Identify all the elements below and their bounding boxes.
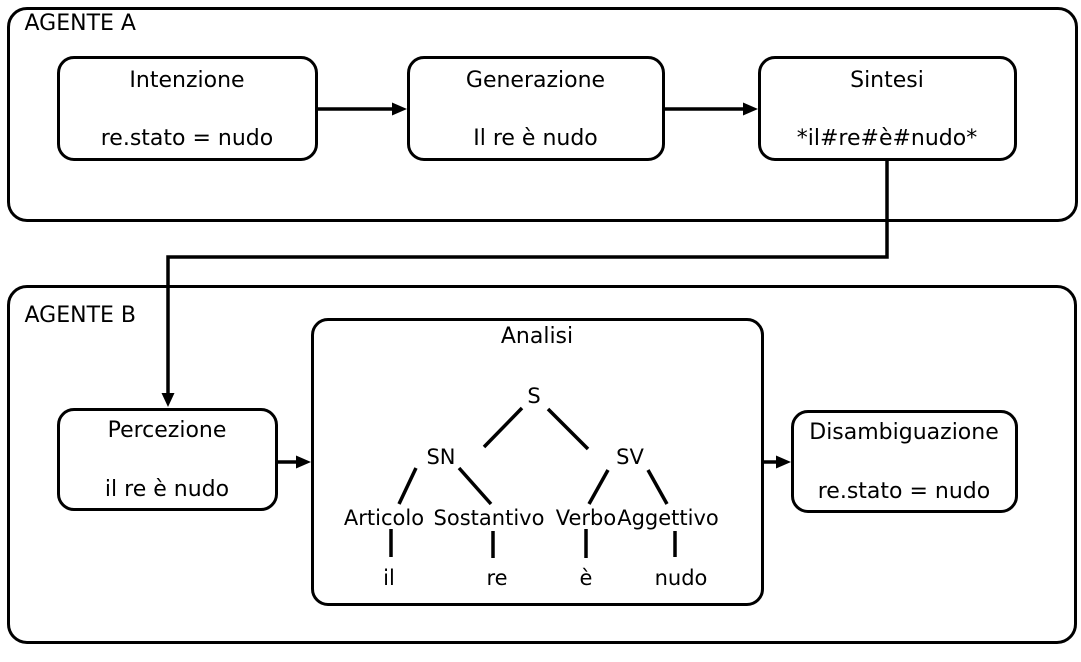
sintesi-box: Sintesi *il#re#è#nudo* — [757, 55, 1017, 161]
sintesi-content: *il#re#è#nudo* — [796, 125, 978, 151]
disambiguazione-title: Disambiguazione — [809, 419, 999, 445]
agent-b-label: AGENTE B — [24, 302, 137, 328]
analisi-title: Analisi — [500, 323, 574, 349]
intenzione-content: re.stato = nudo — [100, 125, 274, 151]
generazione-content: Il re è nudo — [473, 125, 598, 151]
disambiguazione-content: re.stato = nudo — [817, 478, 991, 504]
disambiguazione-box: Disambiguazione re.stato = nudo — [790, 409, 1018, 513]
percezione-content: il re è nudo — [104, 476, 230, 502]
intenzione-title: Intenzione — [129, 67, 245, 93]
agent-a-label: AGENTE A — [24, 10, 136, 36]
generazione-title: Generazione — [465, 67, 606, 93]
percezione-box: Percezione il re è nudo — [56, 407, 278, 511]
agent-b-container: AGENTE B Percezione il re è nudo Analisi… — [7, 285, 1077, 644]
sintesi-title: Sintesi — [850, 67, 924, 93]
percezione-title: Percezione — [107, 417, 227, 443]
agent-a-container: AGENTE A Intenzione re.stato = nudo Gene… — [7, 7, 1078, 222]
analisi-box: Analisi — [310, 317, 764, 606]
generazione-box: Generazione Il re è nudo — [406, 55, 665, 161]
intenzione-box: Intenzione re.stato = nudo — [56, 55, 318, 161]
